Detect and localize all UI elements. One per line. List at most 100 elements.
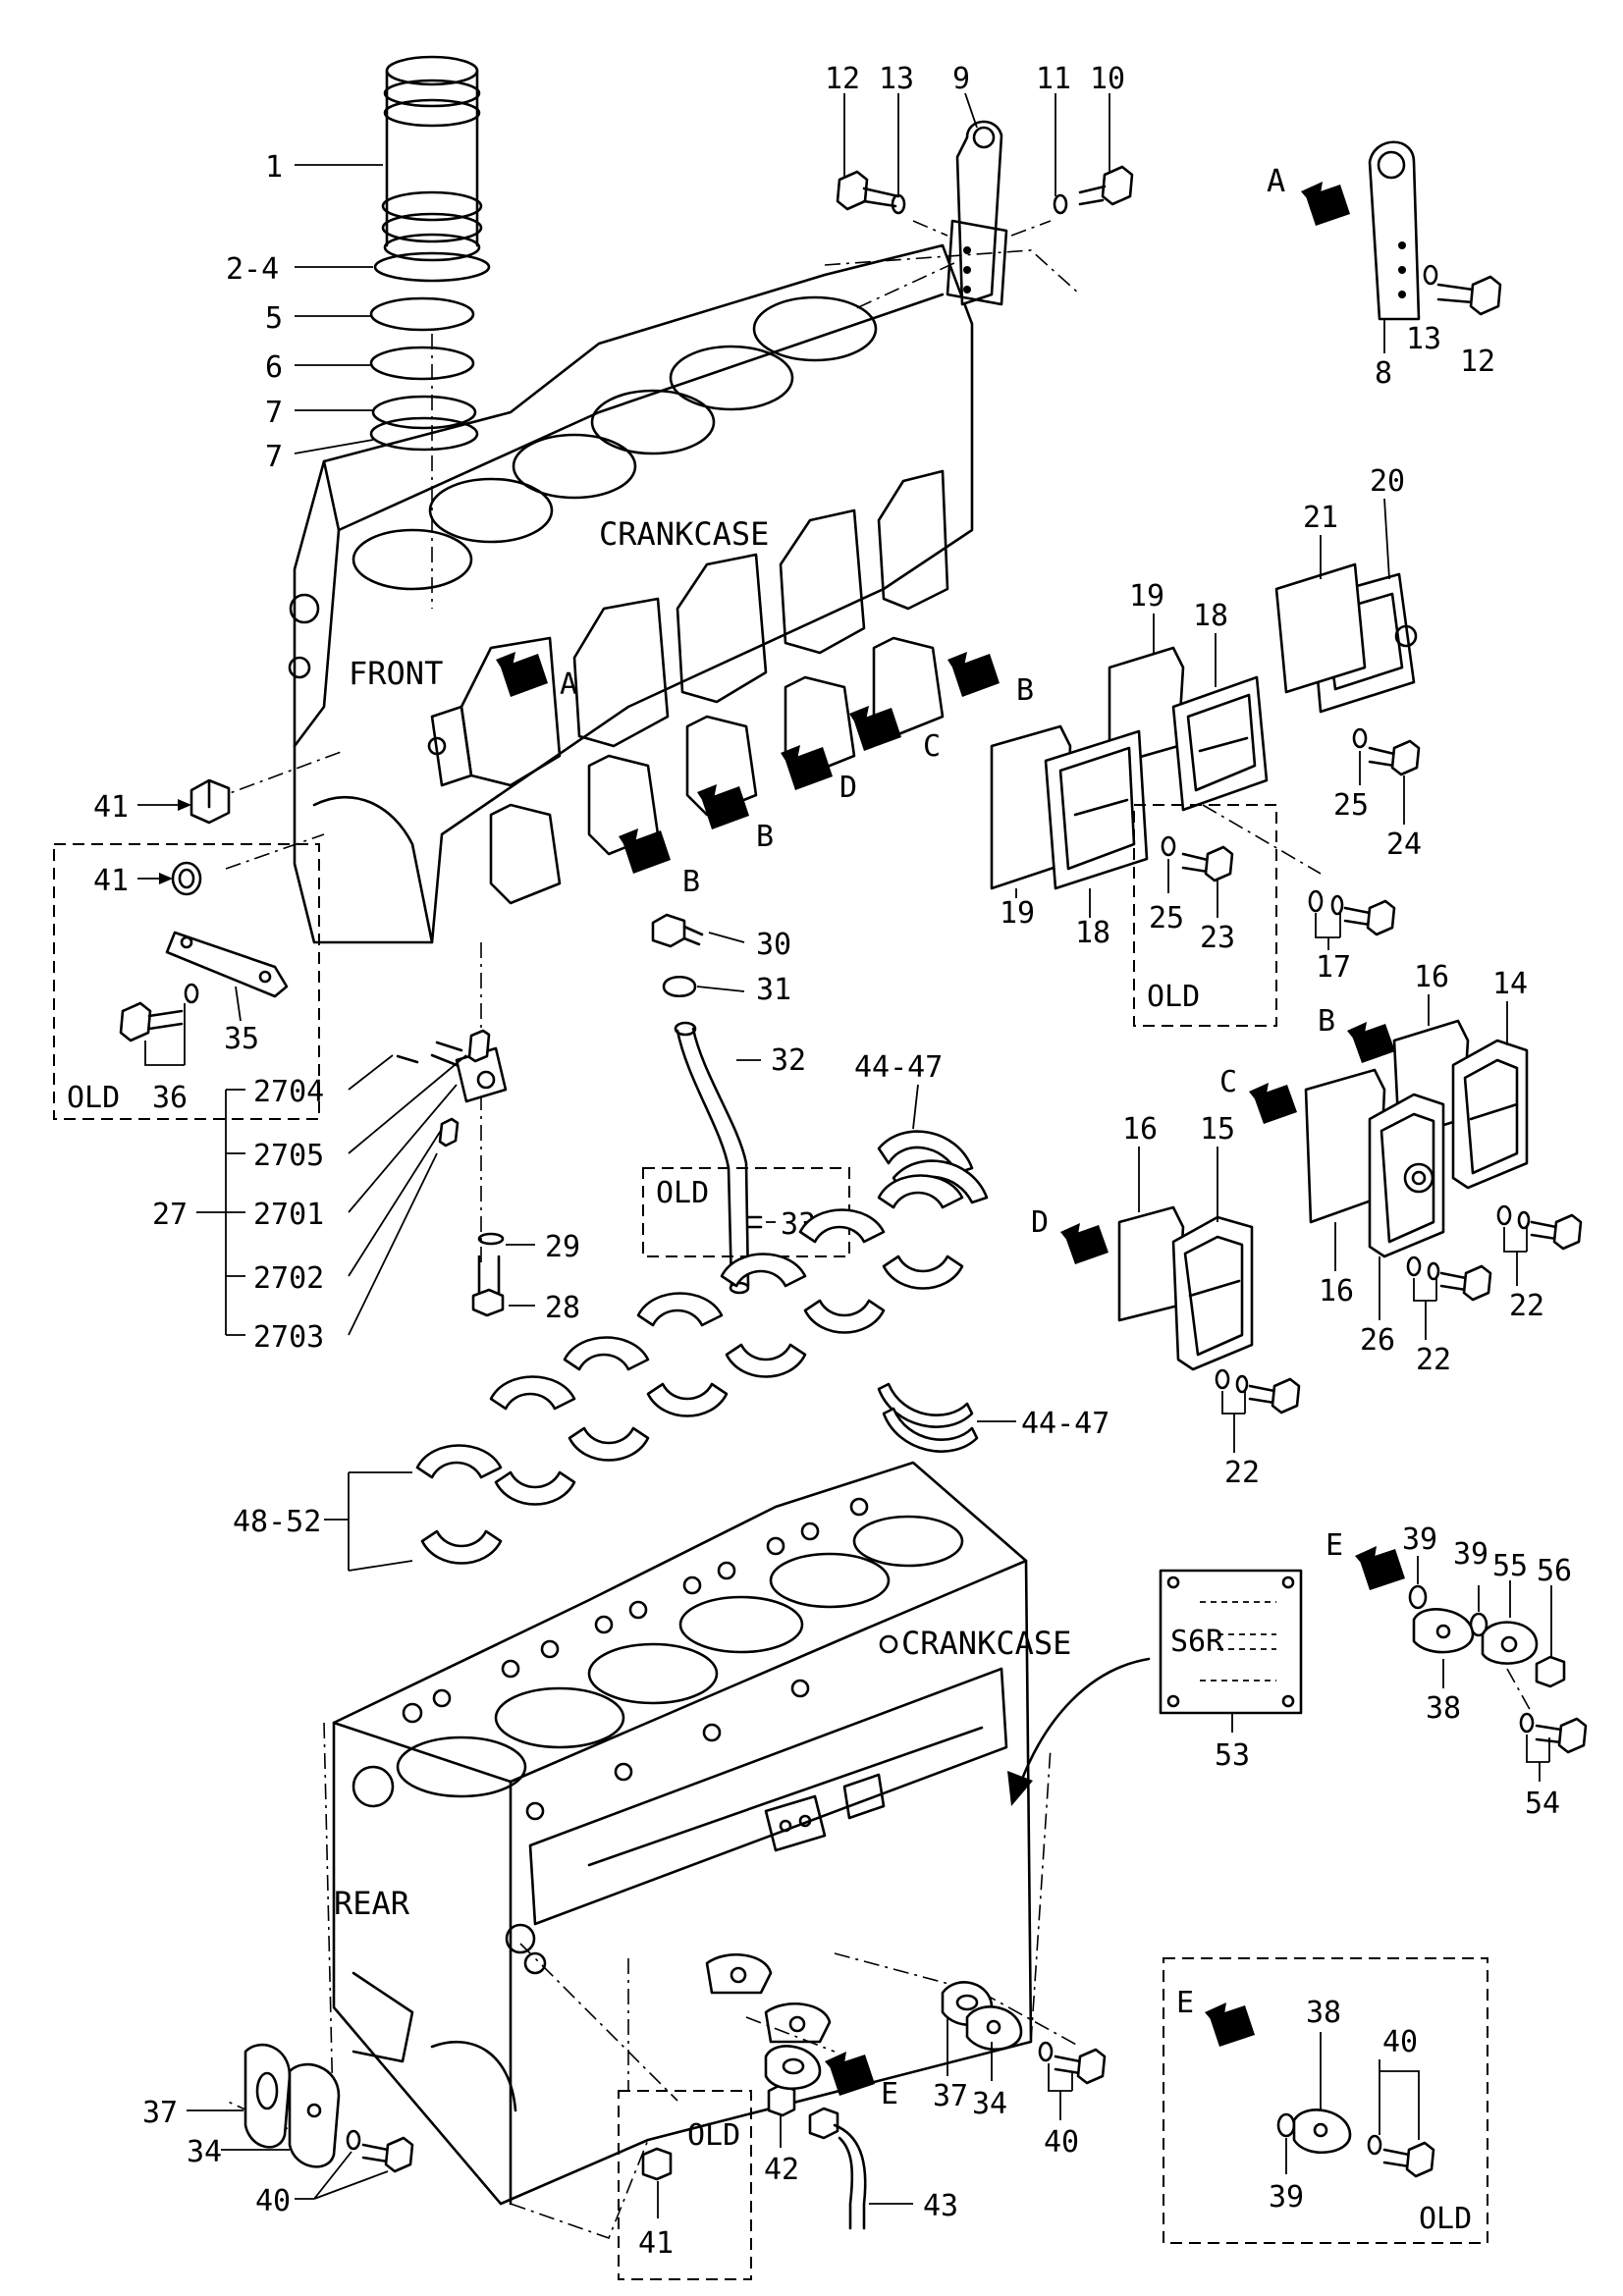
washer-13-top <box>891 193 906 215</box>
washer-25-upper <box>1352 727 1368 749</box>
part-22-label-c: 22 <box>1416 1343 1451 1377</box>
part-17-label: 17 <box>1316 950 1351 985</box>
part-7-label-a: 7 <box>265 396 283 430</box>
part-37-label-middle: 37 <box>933 2079 968 2113</box>
washer-40-middle <box>1038 2041 1054 2062</box>
washer-25-old <box>1161 835 1176 857</box>
part-10-label: 10 <box>1090 62 1125 96</box>
old-box-side-cover <box>1133 804 1277 1027</box>
plug-56 <box>1535 1655 1566 1688</box>
cover-55 <box>1481 1621 1539 1665</box>
crankcase-label-top: CRANKCASE <box>599 515 769 553</box>
gasket-37-left <box>243 2043 292 2149</box>
old-label-bracket: OLD <box>67 1081 120 1115</box>
old-box-view-e <box>1163 1957 1488 2244</box>
bolt-24 <box>1368 739 1421 776</box>
o-ring-6 <box>369 346 475 381</box>
washer-40-old <box>1367 2134 1382 2156</box>
part-16-label-b: 16 <box>1414 960 1449 994</box>
part-32-label: 32 <box>771 1043 806 1078</box>
crankcase-label-bottom: CRANKCASE <box>901 1625 1071 1662</box>
part-14-label: 14 <box>1492 967 1528 1001</box>
side-cover-14 <box>1451 1039 1529 1190</box>
washer-36 <box>184 983 199 1004</box>
view-c-label-block: C <box>923 729 941 764</box>
name-plate-53 <box>1159 1569 1303 1715</box>
view-c-label-covers: C <box>1219 1065 1237 1099</box>
washers-bolt-17 <box>1308 889 1396 938</box>
part-12-label-view-a: 12 <box>1460 345 1495 379</box>
part-43-label: 43 <box>923 2189 958 2223</box>
part-40-label-old: 40 <box>1382 2025 1418 2059</box>
part-39-label-b: 39 <box>1453 1537 1488 1572</box>
part-26-label: 26 <box>1360 1323 1395 1358</box>
plug-41-bottom <box>641 2147 673 2181</box>
view-d-label-covers: D <box>1031 1205 1049 1240</box>
view-a-label-block: A <box>560 667 577 702</box>
thrust-bearing-44-47-lower <box>877 1382 979 1453</box>
cover-34-middle <box>965 2005 1023 2051</box>
main-bearing-lower-shells <box>420 1255 964 1565</box>
lifting-bracket-9 <box>946 120 1008 306</box>
part-40-label-left: 40 <box>255 2184 291 2218</box>
part-34-label-middle: 34 <box>972 2087 1007 2121</box>
view-e-arrow-right <box>1355 1546 1405 1590</box>
ring-7-upper <box>371 395 477 430</box>
part-6-label: 6 <box>265 350 283 385</box>
part-48-52-label: 48-52 <box>233 1505 321 1539</box>
part-16-label-c: 16 <box>1319 1274 1354 1308</box>
clip-33 <box>746 1215 763 1229</box>
bolt-40-middle <box>1048 2048 1107 2092</box>
part-2-4-label: 2-4 <box>226 252 279 287</box>
part-41-label-old: 41 <box>93 864 129 898</box>
connector-30 <box>651 913 704 948</box>
part-55-label: 55 <box>1492 1549 1528 1583</box>
side-cover-18-lower <box>1044 729 1149 890</box>
part-18-label-upper: 18 <box>1193 599 1228 633</box>
pipe-43 <box>808 2107 867 2230</box>
part-40-label-middle: 40 <box>1044 2125 1079 2160</box>
o-ring-39-old <box>1276 2112 1296 2138</box>
crankcase-lower-block <box>332 1461 1033 2206</box>
part-13-label-top: 13 <box>879 62 914 96</box>
washers-bolt-22-c <box>1406 1255 1492 1302</box>
part-2702-label: 2702 <box>253 1261 324 1296</box>
ring-7-lower <box>369 416 479 452</box>
part-54-label: 54 <box>1525 1787 1560 1821</box>
part-44-47-label-lower: 44-47 <box>1021 1407 1109 1441</box>
part-5-label: 5 <box>265 301 283 336</box>
bolt-28 <box>471 1255 505 1317</box>
part-11-label: 11 <box>1036 62 1071 96</box>
plate-arrow <box>1019 1657 1151 1784</box>
bolt-36 <box>119 1001 184 1042</box>
gasket-21 <box>1274 562 1367 694</box>
part-37-label-left: 37 <box>142 2096 178 2130</box>
old-label-view-e: OLD <box>1419 2202 1472 2236</box>
view-a-arrow <box>1301 182 1350 226</box>
front-label: FRONT <box>349 655 443 692</box>
part-19-label-upper: 19 <box>1129 579 1164 614</box>
part-42-label: 42 <box>764 2153 799 2187</box>
part-2701-label: 2701 <box>253 1198 324 1232</box>
part-21-label: 21 <box>1303 501 1338 535</box>
part-15-label: 15 <box>1200 1112 1235 1147</box>
part-53-label: 53 <box>1215 1738 1250 1773</box>
washer-40-left <box>346 2129 361 2151</box>
bolt-40-old <box>1382 2141 1435 2178</box>
old-label-plug: OLD <box>687 2118 740 2153</box>
bolt-40-left <box>361 2136 414 2173</box>
washer-13-view-a <box>1423 264 1438 286</box>
part-22-label-b: 22 <box>1509 1289 1544 1323</box>
cover-34-left <box>288 2062 341 2168</box>
old-label-pipe: OLD <box>656 1176 709 1210</box>
o-ring-39-a <box>1408 1584 1428 1610</box>
old-label-side-cover: OLD <box>1147 980 1200 1014</box>
part-29-label: 29 <box>545 1230 580 1264</box>
part-18-label-lower: 18 <box>1075 916 1110 950</box>
view-e-label-old: E <box>1176 1986 1194 2020</box>
part-8-label: 8 <box>1375 356 1392 391</box>
part-41-label-upper: 41 <box>93 790 129 825</box>
view-d-label-block: D <box>839 771 857 805</box>
part-36-label: 36 <box>152 1081 188 1115</box>
